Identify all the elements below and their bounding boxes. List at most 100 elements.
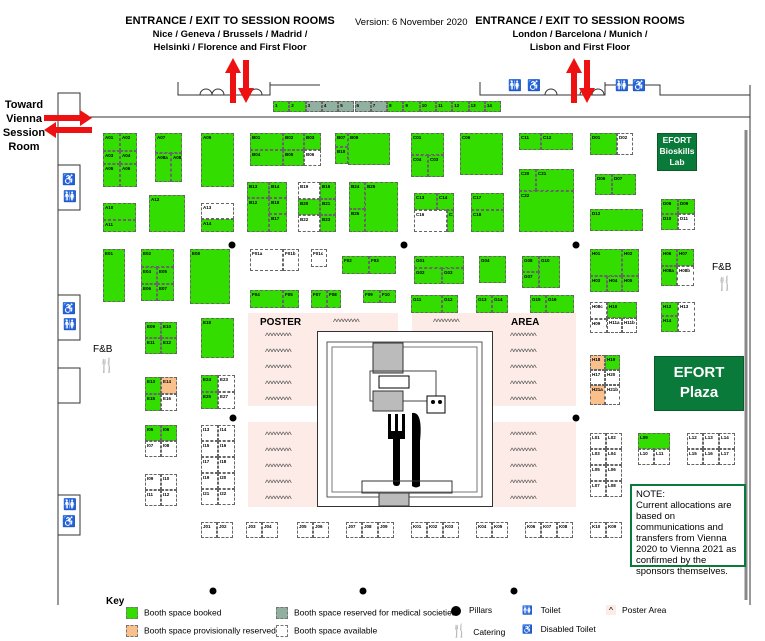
- booth-i22[interactable]: I22: [218, 489, 235, 505]
- booth-a09[interactable]: A09: [201, 133, 234, 187]
- booth-l05[interactable]: L05: [590, 465, 606, 481]
- booth-a04[interactable]: A04: [120, 151, 137, 164]
- booth-f02[interactable]: F02: [342, 256, 369, 274]
- booth-d06[interactable]: D06: [595, 174, 612, 195]
- booth-h07[interactable]: H07: [677, 249, 694, 266]
- booth-12[interactable]: 12: [452, 101, 469, 112]
- booth-e25[interactable]: E25: [201, 392, 218, 409]
- booth-a12[interactable]: A12: [149, 195, 185, 232]
- booth-h20[interactable]: H20: [605, 370, 620, 385]
- booth-l16[interactable]: L16: [703, 449, 719, 465]
- booth-j09[interactable]: J09: [378, 522, 394, 538]
- booth-g11[interactable]: G11: [411, 295, 442, 313]
- booth-f04[interactable]: F04: [250, 290, 283, 308]
- booth-g02[interactable]: G02: [414, 268, 442, 284]
- booth-l02[interactable]: L02: [606, 433, 622, 449]
- booth-a13[interactable]: A13: [201, 203, 234, 219]
- booth-d01[interactable]: D01: [590, 133, 617, 155]
- booth-i09[interactable]: I09: [145, 474, 161, 490]
- booth-i14[interactable]: I14: [218, 425, 235, 441]
- booth-l01[interactable]: L01: [590, 433, 606, 449]
- booth-l14[interactable]: L14: [719, 433, 735, 449]
- booth-c03[interactable]: C03: [428, 155, 444, 177]
- booth-e09[interactable]: E09: [145, 322, 161, 338]
- booth-h02[interactable]: H02: [622, 249, 639, 276]
- booth-e15[interactable]: E15: [145, 394, 161, 411]
- booth-f01c[interactable]: F01c: [311, 249, 327, 267]
- booth-h08a[interactable]: H08a: [661, 266, 677, 286]
- booth-i11[interactable]: I11: [145, 490, 161, 506]
- booth-10[interactable]: 10: [419, 101, 436, 112]
- booth-8[interactable]: 8: [387, 101, 404, 112]
- booth-i10[interactable]: I10: [161, 474, 177, 490]
- booth-c14[interactable]: C14: [437, 193, 454, 210]
- booth-j06[interactable]: J06: [313, 522, 329, 538]
- booth-g15[interactable]: G15: [530, 295, 546, 313]
- booth-l15[interactable]: L15: [687, 449, 703, 465]
- booth-c15[interactable]: C15: [447, 210, 454, 232]
- booth-l04[interactable]: L04: [606, 449, 622, 465]
- booth-g14[interactable]: G14: [492, 295, 508, 313]
- booth-b25[interactable]: B25: [365, 182, 398, 232]
- booth-f01a[interactable]: F01a: [250, 249, 283, 271]
- booth-l06[interactable]: L06: [606, 465, 622, 481]
- booth-g04[interactable]: G04: [479, 256, 506, 283]
- booth-4[interactable]: 4: [321, 101, 339, 112]
- booth-e11[interactable]: E11: [145, 338, 161, 354]
- booth-h19[interactable]: H19: [605, 355, 620, 370]
- booth-b14[interactable]: B14: [269, 182, 287, 198]
- booth-j04[interactable]: J04: [262, 522, 278, 538]
- booth-i19[interactable]: I19: [201, 473, 218, 489]
- booth-9[interactable]: 9: [403, 101, 420, 112]
- booth-e24[interactable]: E24: [201, 375, 218, 392]
- booth-13[interactable]: 13: [468, 101, 485, 112]
- booth-i18[interactable]: I18: [218, 457, 235, 473]
- booth-a08a[interactable]: A08a: [155, 153, 171, 182]
- booth-b22[interactable]: B22: [298, 215, 320, 232]
- booth-c11[interactable]: C11: [519, 133, 541, 150]
- booth-l07[interactable]: L07: [590, 481, 606, 497]
- booth-e01[interactable]: E01: [103, 249, 125, 302]
- booth-a07[interactable]: A07: [155, 133, 182, 153]
- booth-i05[interactable]: I05: [145, 425, 161, 441]
- booth-c21[interactable]: C21: [536, 169, 574, 191]
- booth-e02[interactable]: E02: [141, 249, 174, 267]
- booth-h03[interactable]: H03: [590, 276, 607, 292]
- booth-l10[interactable]: L10: [638, 449, 654, 465]
- booth-b19[interactable]: B19: [298, 182, 320, 199]
- booth-c17[interactable]: C17: [471, 193, 504, 210]
- booth-a08b[interactable]: A08b: [171, 153, 182, 182]
- booth-h18[interactable]: H18: [590, 355, 605, 370]
- booth-k05[interactable]: K05: [492, 522, 508, 538]
- booth-i06[interactable]: I06: [161, 425, 177, 441]
- booth-h11a[interactable]: H11a: [607, 318, 622, 333]
- booth-j07[interactable]: J07: [346, 522, 362, 538]
- booth-d08[interactable]: D08: [661, 199, 678, 214]
- booth-b26[interactable]: B26: [349, 209, 365, 232]
- booth-h09[interactable]: H09: [590, 319, 607, 333]
- booth-a02[interactable]: A02: [120, 133, 137, 151]
- booth-f01b[interactable]: F01b: [283, 249, 299, 271]
- booth-e27[interactable]: E27: [218, 392, 235, 409]
- booth-e12[interactable]: E12: [161, 338, 177, 354]
- booth-l03[interactable]: L03: [590, 449, 606, 465]
- booth-j03[interactable]: J03: [246, 522, 262, 538]
- booth-l17[interactable]: L17: [719, 449, 735, 465]
- booth-c04[interactable]: C04: [411, 155, 428, 177]
- booth-a01[interactable]: A01: [103, 133, 120, 151]
- booth-c16[interactable]: C16: [414, 210, 447, 232]
- booth-b20[interactable]: B20: [298, 199, 320, 215]
- booth-7[interactable]: 7: [370, 101, 388, 112]
- booth-c22[interactable]: C22: [519, 191, 574, 232]
- booth-h08c[interactable]: H08c: [590, 302, 607, 319]
- booth-h17[interactable]: H17: [590, 370, 605, 385]
- booth-k06[interactable]: K06: [525, 522, 541, 538]
- booth-i16[interactable]: I16: [218, 441, 235, 457]
- booth-2[interactable]: 2: [289, 101, 306, 112]
- booth-a03[interactable]: A03: [103, 151, 120, 164]
- booth-c13[interactable]: C13: [414, 193, 437, 210]
- booth-3[interactable]: 3: [305, 101, 322, 112]
- booth-b02[interactable]: B02: [283, 133, 304, 150]
- booth-i20[interactable]: I20: [218, 473, 235, 489]
- booth-h04[interactable]: H04: [607, 276, 622, 292]
